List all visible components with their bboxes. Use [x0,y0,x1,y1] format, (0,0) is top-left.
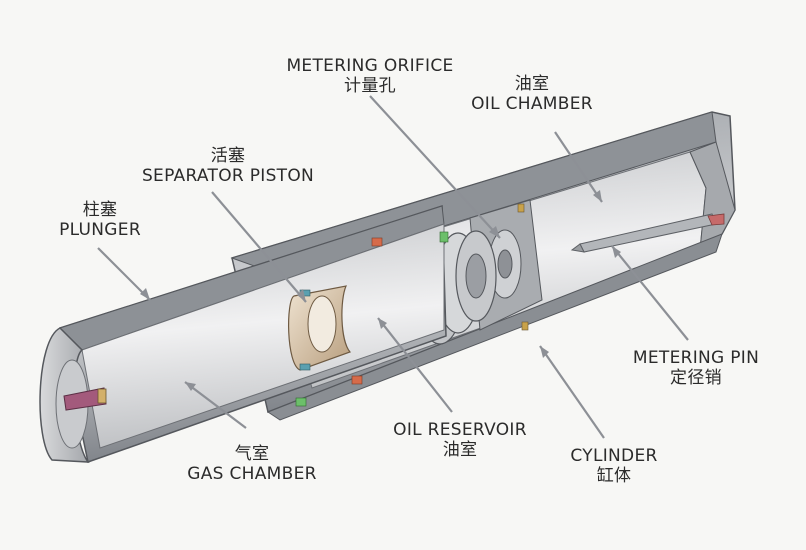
label-metering-pin: METERING PIN 定径销 [633,348,759,388]
label-oil-reservoir-en: OIL RESERVOIR [393,420,527,440]
label-gas-chamber-zh: 气室 [234,444,270,464]
arrowhead-plunger [140,288,150,300]
label-oil-reservoir: OIL RESERVOIR 油室 [393,420,527,460]
label-gas-chamber: 气室 GAS CHAMBER [187,444,316,484]
arrowhead-gas-chamber [185,382,196,391]
label-plunger: 柱塞 PLUNGER [59,200,141,240]
label-metering-pin-zh: 定径销 [670,368,722,388]
label-metering-orifice-en: METERING ORIFICE [286,56,454,76]
label-metering-orifice: METERING ORIFICE 计量孔 [286,56,453,96]
label-oil-chamber-zh: 油室 [514,74,550,94]
arrowhead-oil-chamber [593,190,602,202]
metering-pin [570,213,725,253]
arrowhead-separator-piston [297,289,306,302]
label-metering-orifice-zh: 计量孔 [344,76,396,96]
leader-gas-chamber [184,381,247,429]
label-oil-chamber: 油室 OIL CHAMBER [471,74,593,114]
leader-arrowheads [140,190,621,391]
plunger-tube [39,204,447,463]
label-oil-reservoir-zh: 油室 [442,440,478,460]
label-oil-chamber-en: OIL CHAMBER [471,94,593,114]
arrowhead-metering-orifice [489,226,500,238]
label-metering-pin-en: METERING PIN [632,348,760,368]
leader-metering-pin [611,245,689,341]
label-plunger-en: PLUNGER [59,220,141,240]
label-separator-piston: 活塞 SEPARATOR PISTON [142,146,314,186]
leader-oil-reservoir [377,317,453,413]
leader-oil-chamber [554,131,603,203]
leader-lines [97,95,689,439]
label-separator-piston-zh: 活塞 [210,146,246,166]
label-cylinder-en: CYLINDER [570,446,658,466]
leader-cylinder [539,345,605,439]
label-plunger-zh: 柱塞 [82,200,118,220]
leader-separator-piston [211,191,307,303]
seal-rings [295,203,529,407]
arrowhead-oil-reservoir [378,318,387,329]
leader-metering-orifice [369,95,501,239]
separator-piston [288,285,352,371]
arrowhead-metering-pin [612,246,621,258]
label-separator-piston-en: SEPARATOR PISTON [141,166,315,186]
label-cylinder: CYLINDER 缸体 [570,446,657,486]
label-cylinder-zh: 缸体 [596,466,632,486]
leader-plunger [97,247,151,301]
label-gas-chamber-en: GAS CHAMBER [187,464,317,484]
arrowhead-cylinder [540,346,549,358]
